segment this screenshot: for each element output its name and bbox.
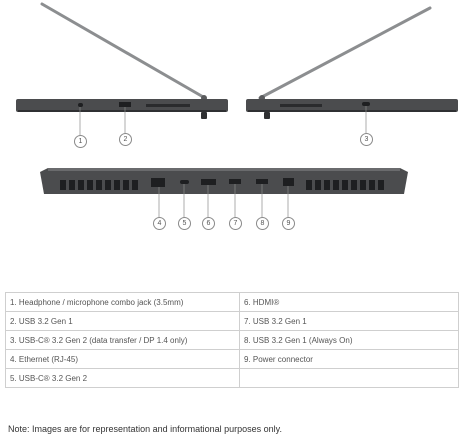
right-lid bbox=[258, 6, 432, 100]
right-foot bbox=[264, 112, 270, 119]
right-side-view bbox=[246, 6, 458, 133]
audio-jack-port bbox=[78, 103, 83, 107]
table-cell: 8. USB 3.2 Gen 1 (Always On) bbox=[239, 330, 459, 350]
ethernet-port bbox=[151, 178, 165, 187]
right-base-bottom bbox=[248, 110, 456, 112]
right-base bbox=[246, 99, 458, 112]
callout-8: 8 bbox=[256, 217, 269, 230]
callout-5: 5 bbox=[178, 217, 191, 230]
table-cell: 2. USB 3.2 Gen 1 bbox=[5, 311, 240, 331]
rear-vent-right bbox=[306, 180, 384, 190]
table-cell: 9. Power connector bbox=[239, 349, 459, 369]
table-row: 2. USB 3.2 Gen 1 7. USB 3.2 Gen 1 bbox=[5, 311, 459, 331]
rear-view bbox=[40, 168, 408, 217]
usb-a-port-rear-2 bbox=[256, 179, 268, 184]
callout-1: 1 bbox=[74, 135, 87, 148]
table-cell: 4. Ethernet (RJ-45) bbox=[5, 349, 240, 369]
left-foot bbox=[201, 112, 207, 119]
callout-2: 2 bbox=[119, 133, 132, 146]
table-cell: 6. HDMI® bbox=[239, 292, 459, 312]
table-row: 1. Headphone / microphone combo jack (3.… bbox=[5, 292, 459, 312]
table-row: 4. Ethernet (RJ-45) 9. Power connector bbox=[5, 349, 459, 369]
power-connector bbox=[283, 178, 294, 186]
table-cell: 1. Headphone / microphone combo jack (3.… bbox=[5, 292, 240, 312]
table-cell: 7. USB 3.2 Gen 1 bbox=[239, 311, 459, 331]
table-cell: 3. USB-C® 3.2 Gen 2 (data transfer / DP … bbox=[5, 330, 240, 350]
left-base-bottom bbox=[18, 110, 226, 112]
table-cell: 5. USB-C® 3.2 Gen 2 bbox=[5, 368, 240, 388]
hdmi-port bbox=[201, 179, 216, 185]
usb-a-port-rear-1 bbox=[229, 179, 241, 184]
disclaimer-note: Note: Images are for representation and … bbox=[8, 424, 282, 434]
ports-table: 1. Headphone / microphone combo jack (3.… bbox=[5, 292, 459, 388]
rear-top-strip bbox=[48, 168, 400, 171]
rear-vent-left bbox=[60, 180, 138, 190]
callout-4: 4 bbox=[153, 217, 166, 230]
left-side-view bbox=[16, 2, 228, 135]
table-cell bbox=[239, 368, 459, 388]
table-row: 3. USB-C® 3.2 Gen 2 (data transfer / DP … bbox=[5, 330, 459, 350]
laptop-illustration bbox=[16, 2, 458, 217]
usb-a-port-left bbox=[119, 102, 131, 107]
usb-c-port-right bbox=[362, 102, 370, 106]
table-row: 5. USB-C® 3.2 Gen 2 bbox=[5, 368, 459, 388]
callout-6: 6 bbox=[202, 217, 215, 230]
left-vent bbox=[146, 104, 190, 107]
right-vent bbox=[280, 104, 322, 107]
rear-leaders bbox=[158, 184, 289, 217]
left-lid bbox=[40, 2, 207, 100]
usb-c-port-rear bbox=[180, 180, 189, 184]
callout-9: 9 bbox=[282, 217, 295, 230]
callout-3: 3 bbox=[360, 133, 373, 146]
callout-7: 7 bbox=[229, 217, 242, 230]
